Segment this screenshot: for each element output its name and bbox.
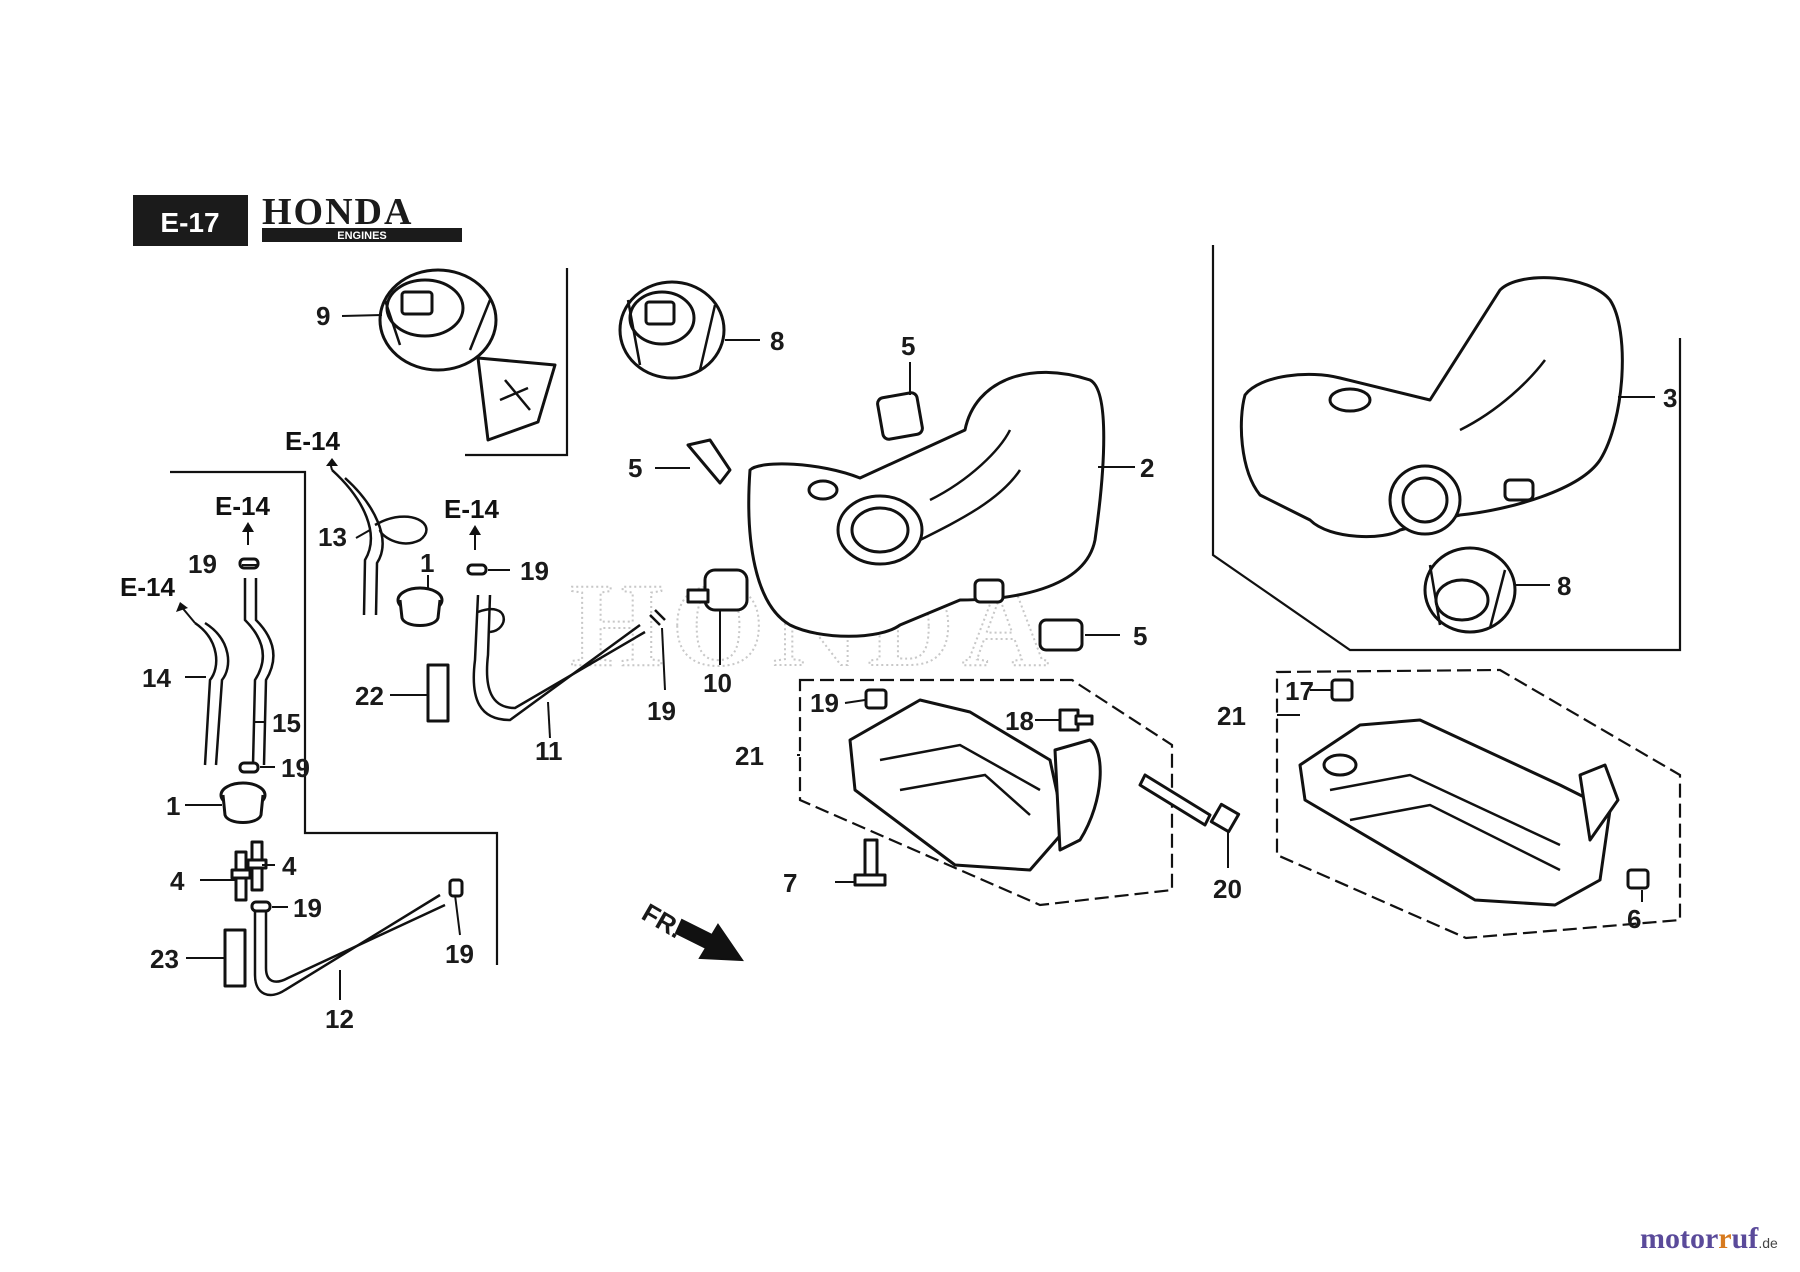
callout-23: 23	[150, 944, 179, 974]
callout-5: 5	[1133, 621, 1147, 651]
frame-top-left	[465, 268, 569, 457]
callout-9: 9	[316, 301, 330, 331]
callout-7: 21	[735, 741, 764, 771]
svg-text:motorruf.de: motorruf.de	[1640, 1222, 1778, 1255]
part-grommet-left	[686, 438, 732, 485]
callout-3: 3	[1663, 383, 1677, 413]
part-grommet-top	[876, 391, 924, 441]
frame-left-stepped	[170, 470, 499, 965]
logo-honda-text: HONDA	[262, 191, 413, 233]
front-direction-arrow: FR.	[637, 897, 744, 962]
callout-11: 11	[535, 736, 563, 766]
callout-16: 6	[1627, 904, 1641, 934]
callout-5: 5	[901, 331, 915, 361]
part-fuel-line-12	[253, 893, 441, 997]
brand-tld: .de	[1758, 1235, 1778, 1251]
callout-17: 20	[1213, 874, 1242, 904]
callout-2: 2	[1140, 453, 1154, 483]
part-fuel-cap-lower	[1423, 546, 1517, 634]
callout-5: 5	[628, 453, 642, 483]
callout-18: 7	[783, 868, 797, 898]
part-tube-14	[194, 621, 218, 766]
part-clips-19	[238, 557, 666, 913]
callout-10: 10	[703, 668, 732, 698]
part-fuel-cap-upper	[618, 280, 726, 380]
logo-engines-text: ENGINES	[337, 230, 387, 242]
callout-19: 19	[647, 696, 676, 726]
callout-19: 19	[293, 893, 322, 923]
callout-13: 13	[318, 522, 347, 552]
ref-e14-a: E-14	[285, 426, 340, 456]
brand-uf: uf	[1732, 1222, 1760, 1255]
callout-19: 19	[188, 549, 217, 579]
part-tank-guard-6	[1298, 678, 1650, 907]
part-cap-1-lower	[219, 781, 267, 824]
callout-8: 8	[770, 326, 784, 356]
part-sleeve-23	[223, 928, 247, 988]
callout-1: 1	[166, 791, 180, 821]
callout-19: 19	[520, 556, 549, 586]
callout-15: 15	[272, 708, 301, 738]
callout-4: 4	[170, 866, 185, 896]
brand-motor: motor	[1640, 1222, 1718, 1255]
section-badge: E-17	[133, 195, 248, 246]
callout-6: 21	[1217, 701, 1246, 731]
callout-19: 19	[445, 939, 474, 969]
reference-markers: E-14 E-14 E-14 E-14	[120, 426, 499, 624]
callout-22: 22	[355, 681, 384, 711]
callout-numbers: 9 8 5 5 2 3 8 5 13 1 19 19 19 14 15 19 1…	[142, 301, 1677, 1034]
section-code: E-17	[160, 207, 219, 238]
part-tube-13	[331, 469, 373, 616]
leader-lines	[185, 314, 1655, 1000]
callout-21: 19	[810, 688, 839, 718]
callout-8: 8	[1557, 571, 1571, 601]
frame-right-tank	[1211, 245, 1682, 652]
part-bolt-18	[853, 838, 887, 887]
part-fuel-line-11	[472, 594, 641, 722]
callout-14: 14	[142, 663, 171, 693]
part-sleeve-22	[426, 663, 450, 723]
part-tank-guard-7	[848, 688, 1102, 872]
ref-e14-d: E-14	[120, 572, 175, 602]
part-cap-1-upper	[396, 586, 444, 627]
part-bolt-20	[1058, 708, 1094, 732]
part-bolt-17	[1138, 773, 1241, 834]
ref-e14-b: E-14	[215, 491, 270, 521]
callout-21: 17	[1285, 676, 1314, 706]
honda-engines-logo: HONDA ENGINES	[262, 191, 462, 242]
callout-4: 4	[282, 851, 297, 881]
part-fuel-cap-primer	[378, 268, 557, 442]
part-fuel-filter	[686, 568, 749, 612]
part-fitting-4-left	[230, 850, 252, 902]
frame-guard-6	[1275, 668, 1682, 940]
part-tube-15	[243, 578, 265, 766]
brand-ruf: r	[1718, 1222, 1731, 1255]
callout-12: 12	[325, 1004, 354, 1034]
callout-20: 18	[1005, 706, 1034, 736]
ref-e14-c: E-14	[444, 494, 499, 524]
part-fuel-tank	[747, 370, 1106, 638]
part-fuel-tank-alt	[1239, 276, 1624, 538]
frame-guard-7	[798, 678, 1174, 907]
callout-1: 1	[420, 548, 434, 578]
site-brand-logo: motorruf.de	[1640, 1222, 1778, 1255]
callout-19: 19	[281, 753, 310, 783]
part-grommet-right	[1038, 618, 1084, 652]
